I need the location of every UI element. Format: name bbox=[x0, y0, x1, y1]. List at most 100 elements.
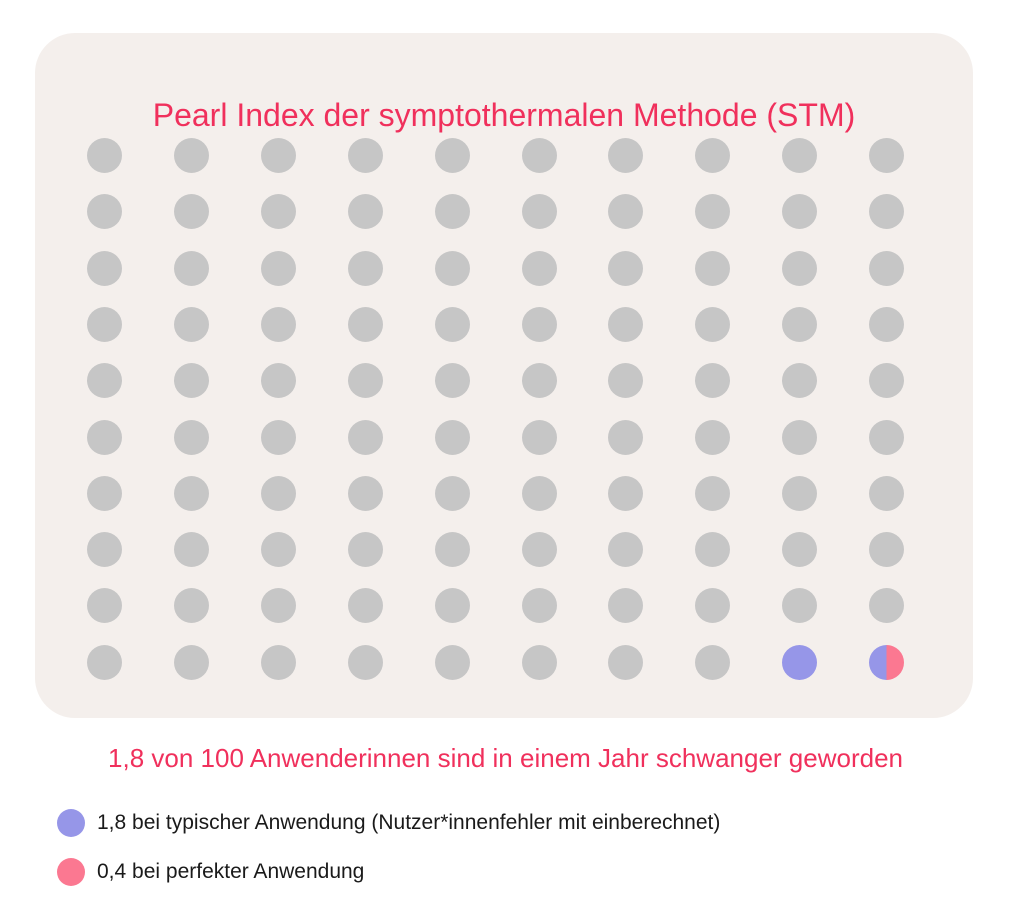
person-dot bbox=[695, 645, 730, 680]
person-dot bbox=[174, 363, 209, 398]
person-dot bbox=[695, 588, 730, 623]
person-dot bbox=[348, 363, 383, 398]
person-dot bbox=[174, 588, 209, 623]
person-dot bbox=[348, 532, 383, 567]
person-dot bbox=[174, 251, 209, 286]
person-dot bbox=[87, 138, 122, 173]
legend: 1,8 bei typischer Anwendung (Nutzer*inne… bbox=[57, 808, 720, 906]
person-dot bbox=[869, 476, 904, 511]
person-dot bbox=[522, 532, 557, 567]
person-dot bbox=[695, 532, 730, 567]
person-dot bbox=[608, 532, 643, 567]
person-dot bbox=[261, 363, 296, 398]
legend-label: 1,8 bei typischer Anwendung (Nutzer*inne… bbox=[97, 811, 721, 834]
person-dot bbox=[869, 251, 904, 286]
person-dot bbox=[608, 588, 643, 623]
person-dot bbox=[174, 420, 209, 455]
chart-title: Pearl Index der symptothermalen Methode … bbox=[152, 97, 856, 133]
person-dot bbox=[348, 194, 383, 229]
person-dot bbox=[174, 138, 209, 173]
person-dot bbox=[261, 307, 296, 342]
person-dot bbox=[522, 307, 557, 342]
person-dot bbox=[608, 194, 643, 229]
person-dot bbox=[522, 251, 557, 286]
person-dot bbox=[348, 251, 383, 286]
person-dot bbox=[869, 194, 904, 229]
person-dot bbox=[869, 307, 904, 342]
person-dot bbox=[869, 363, 904, 398]
person-dot bbox=[608, 251, 643, 286]
legend-label: 0,4 bei perfekter Anwendung bbox=[97, 860, 365, 883]
person-dot bbox=[608, 363, 643, 398]
person-dot bbox=[87, 307, 122, 342]
person-dot bbox=[782, 251, 817, 286]
person-dot bbox=[522, 194, 557, 229]
person-dot bbox=[782, 420, 817, 455]
person-dot bbox=[261, 138, 296, 173]
person-dot bbox=[261, 532, 296, 567]
person-dot bbox=[435, 420, 470, 455]
person-dot bbox=[87, 420, 122, 455]
person-dot bbox=[435, 476, 470, 511]
person-dot bbox=[782, 532, 817, 567]
person-dot bbox=[782, 138, 817, 173]
person-dot bbox=[695, 138, 730, 173]
person-dot bbox=[695, 251, 730, 286]
dot-grid bbox=[35, 33, 973, 718]
person-dot bbox=[435, 251, 470, 286]
person-dot bbox=[522, 476, 557, 511]
person-dot bbox=[348, 476, 383, 511]
legend-swatch-perfect-icon bbox=[57, 858, 85, 886]
chart-subtitle: 1,8 von 100 Anwenderinnen sind in einem … bbox=[108, 743, 903, 773]
person-dot bbox=[435, 194, 470, 229]
person-dot bbox=[261, 476, 296, 511]
person-dot bbox=[87, 476, 122, 511]
person-dot bbox=[608, 476, 643, 511]
person-dot bbox=[261, 194, 296, 229]
person-dot bbox=[348, 420, 383, 455]
person-dot bbox=[87, 588, 122, 623]
person-dot bbox=[782, 476, 817, 511]
person-dot bbox=[435, 645, 470, 680]
person-dot bbox=[782, 363, 817, 398]
person-dot bbox=[261, 251, 296, 286]
person-dot bbox=[261, 645, 296, 680]
person-dot bbox=[869, 420, 904, 455]
person-dot bbox=[522, 138, 557, 173]
person-dot bbox=[695, 420, 730, 455]
person-dot bbox=[174, 532, 209, 567]
person-dot bbox=[695, 363, 730, 398]
person-dot bbox=[261, 588, 296, 623]
person-dot bbox=[87, 532, 122, 567]
person-dot bbox=[174, 645, 209, 680]
person-dot bbox=[435, 532, 470, 567]
person-dot bbox=[608, 138, 643, 173]
person-dot bbox=[435, 138, 470, 173]
person-dot bbox=[608, 420, 643, 455]
person-dot bbox=[348, 307, 383, 342]
legend-swatch-typical-icon bbox=[57, 809, 85, 837]
person-dot bbox=[174, 194, 209, 229]
legend-item-perfect: 0,4 bei perfekter Anwendung bbox=[57, 857, 720, 887]
person-dot bbox=[87, 363, 122, 398]
person-dot bbox=[87, 645, 122, 680]
person-dot bbox=[782, 588, 817, 623]
person-dot bbox=[348, 588, 383, 623]
person-dot bbox=[435, 363, 470, 398]
person-dot bbox=[435, 588, 470, 623]
person-dot bbox=[87, 194, 122, 229]
person-dot bbox=[608, 645, 643, 680]
person-dot bbox=[261, 420, 296, 455]
person-dot bbox=[695, 307, 730, 342]
chart-card: Pearl Index der symptothermalen Methode … bbox=[35, 33, 973, 718]
person-dot bbox=[695, 476, 730, 511]
person-dot bbox=[174, 476, 209, 511]
legend-item-typical: 1,8 bei typischer Anwendung (Nutzer*inne… bbox=[57, 808, 720, 838]
person-dot-typical bbox=[782, 645, 817, 680]
person-dot bbox=[348, 138, 383, 173]
person-dot bbox=[782, 307, 817, 342]
person-dot bbox=[174, 307, 209, 342]
person-dot bbox=[522, 588, 557, 623]
person-dot bbox=[695, 194, 730, 229]
person-dot-split bbox=[869, 645, 904, 680]
